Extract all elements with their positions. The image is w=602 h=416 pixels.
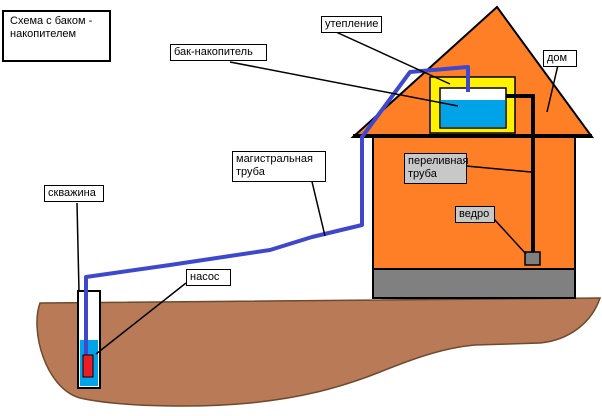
pump: [82, 354, 94, 378]
insulation-label: утепление: [321, 16, 382, 33]
storage-tank-label: бак-накопитель: [170, 44, 267, 61]
main-pipe-label: магистральная труба: [232, 151, 326, 182]
well-label: скважина: [44, 185, 104, 202]
bucket-label: ведро: [455, 206, 495, 223]
house-foundation: [372, 267, 576, 299]
bucket: [524, 251, 541, 266]
diagram-title: Схема с баком - накопителем: [2, 10, 111, 62]
house-label: дом: [543, 50, 577, 67]
overflow-pipe-label: переливная труба: [404, 153, 469, 184]
overflow-pipe: [506, 94, 535, 253]
soil-ground: [36, 297, 602, 407]
pump-label: насос: [186, 269, 231, 286]
main-pipe: [84, 65, 470, 355]
